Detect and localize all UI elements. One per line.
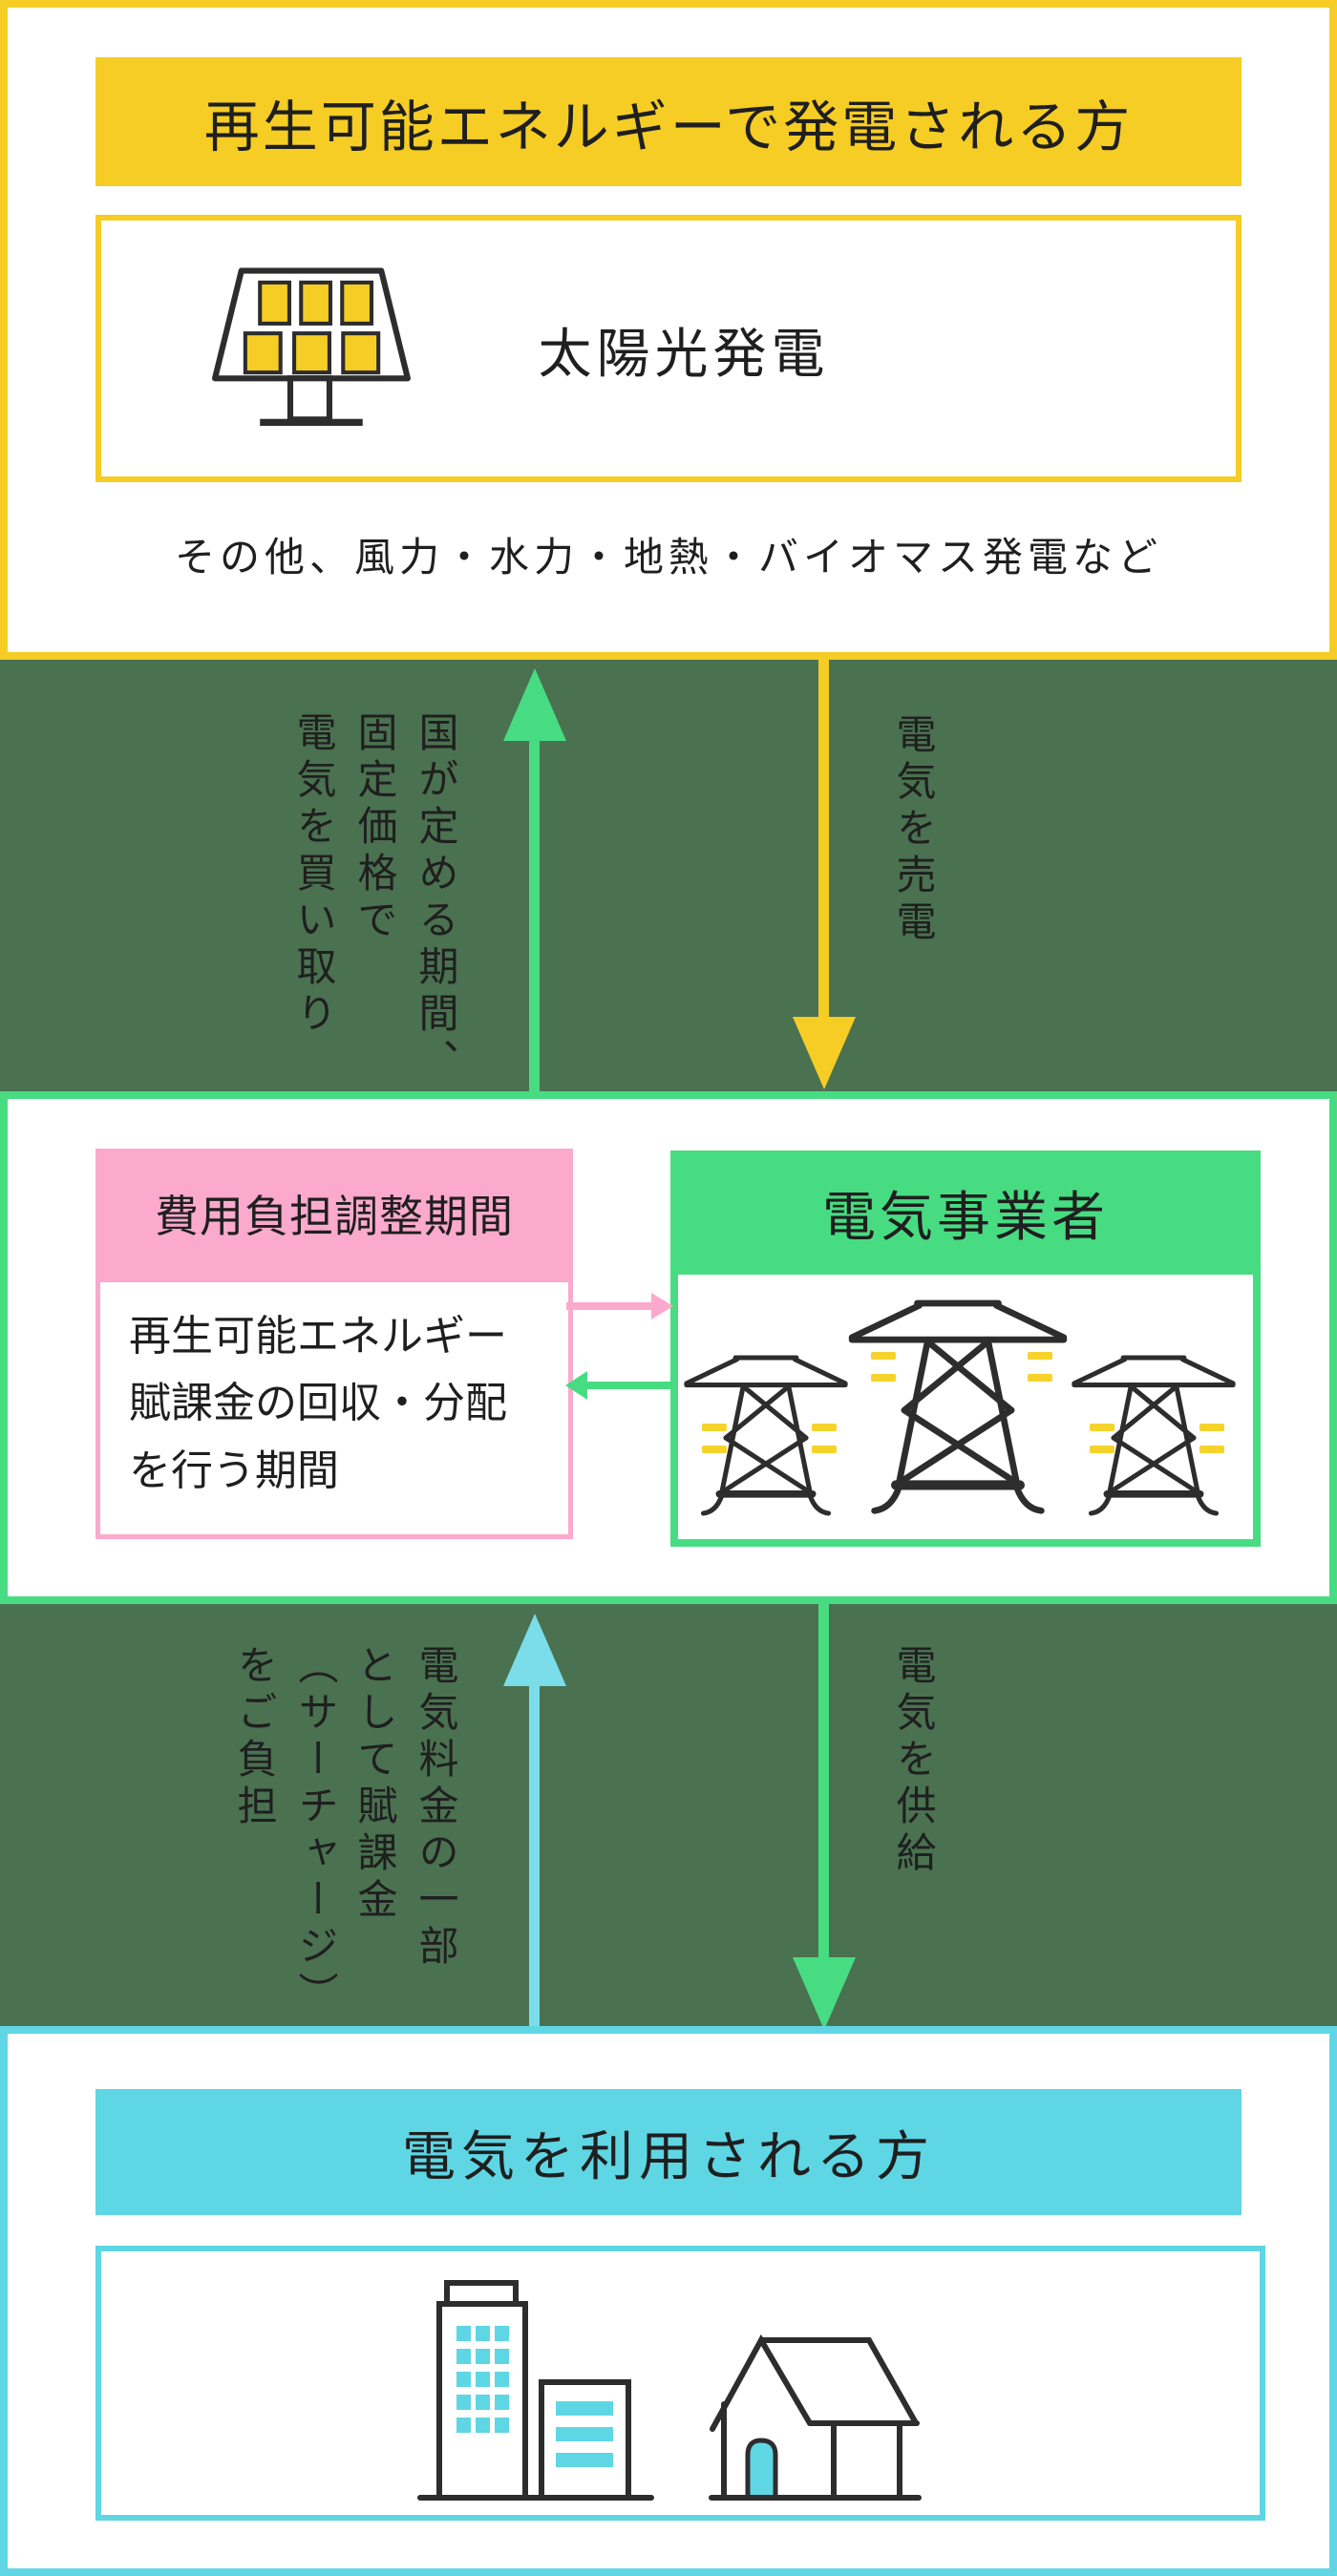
- consumer-title: 電気を利用される方: [402, 2127, 935, 2187]
- generator-title: 再生可能エネルギーで発電される方: [203, 95, 1134, 158]
- cost-box-title-bar: 費用負担調整期間: [96, 1149, 573, 1277]
- cost-box-body: 再生可能エネルギー 賦課金の回収・分配 を行う期間: [96, 1277, 573, 1539]
- buy-arrow-shaft: [529, 740, 540, 1091]
- buy-label-col-0: 国が定める期間、: [413, 711, 456, 1086]
- distribute-arrow-shaft: [586, 1382, 670, 1389]
- surcharge-label-col-2: （サーチャージ）: [292, 1644, 336, 2018]
- surcharge-label-col-0: 電気料金の一部: [413, 1644, 456, 1972]
- buildings-icon: [417, 2280, 922, 2501]
- cost-adjustment-box: 費用負担調整期間 再生可能エネルギー 賦課金の回収・分配 を行う期間: [96, 1149, 573, 1539]
- cost-box-body-line-1: 賦課金の回収・分配: [129, 1380, 507, 1427]
- flow-band-lower: 電気料金の一部 として賦課金 （サーチャージ） をご負担 電気を供給: [0, 1604, 1337, 2030]
- buy-label-col-2: 電気を買い取り: [290, 711, 334, 1039]
- generator-note: その他、風力・水力・地熱・バイオマス発電など: [174, 536, 1162, 581]
- house-icon: [709, 2333, 922, 2501]
- surcharge-label-col-3: をご負担: [231, 1644, 275, 1831]
- surcharge-arrow-head-icon: [503, 1614, 566, 1686]
- sell-arrow-shaft: [818, 660, 829, 1017]
- spark-dashes-icon: [702, 1352, 1224, 1453]
- collect-arrow-head-icon: [651, 1293, 673, 1320]
- transmission-towers-icon: [684, 1299, 1236, 1516]
- utility-title-bar: 電気事業者: [670, 1151, 1261, 1275]
- sell-label: 電気を売電: [890, 713, 934, 947]
- solar-label-wrap: 太陽光発電: [426, 316, 942, 385]
- building-icon: [417, 2280, 654, 2501]
- surcharge-label-col-1: として賦課金: [351, 1644, 395, 1925]
- supply-arrow-shaft: [818, 1604, 829, 1957]
- distribute-arrow-head-icon: [565, 1371, 587, 1400]
- generator-title-bar: 再生可能エネルギーで発電される方: [96, 57, 1242, 186]
- surcharge-arrow-shaft: [529, 1685, 540, 2026]
- consumer-icon-box: [96, 2246, 1265, 2521]
- supply-label: 電気を供給: [890, 1644, 934, 1878]
- consumer-section: 電気を利用される方: [0, 2026, 1337, 2576]
- cost-box-title: 費用負担調整期間: [155, 1192, 514, 1241]
- utility-box: 電気事業者: [670, 1151, 1261, 1547]
- supply-arrow-head-icon: [793, 1957, 856, 2030]
- buy-arrow-head-icon: [503, 668, 566, 741]
- consumer-title-bar: 電気を利用される方: [96, 2089, 1242, 2215]
- solar-box: 太陽光発電: [96, 215, 1242, 482]
- solar-label: 太陽光発電: [538, 325, 830, 385]
- tower-center-icon: [848, 1299, 1068, 1514]
- utility-box-body: [678, 1275, 1253, 1539]
- utility-title: 電気事業者: [822, 1188, 1109, 1248]
- collect-arrow-shaft: [566, 1302, 651, 1310]
- sell-arrow-head-icon: [793, 1017, 856, 1089]
- tower-right-icon: [1072, 1355, 1236, 1516]
- flow-band-upper: 国が定める期間、 固定価格で 電気を買い取り 電気を売電: [0, 660, 1337, 1091]
- buy-label-col-1: 固定価格で: [351, 711, 395, 945]
- cost-box-body-line-2: を行う期間: [129, 1446, 339, 1494]
- cost-box-body-line-0: 再生可能エネルギー: [129, 1313, 507, 1360]
- operator-section: 費用負担調整期間 再生可能エネルギー 賦課金の回収・分配 を行う期間 電気事業者: [0, 1091, 1337, 1604]
- generator-section: 再生可能エネルギーで発電される方 太陽光発電 その他、風力・水力・地熱・バイオマ…: [0, 0, 1337, 660]
- solar-panel-icon: [212, 267, 411, 426]
- tower-left-icon: [684, 1355, 848, 1516]
